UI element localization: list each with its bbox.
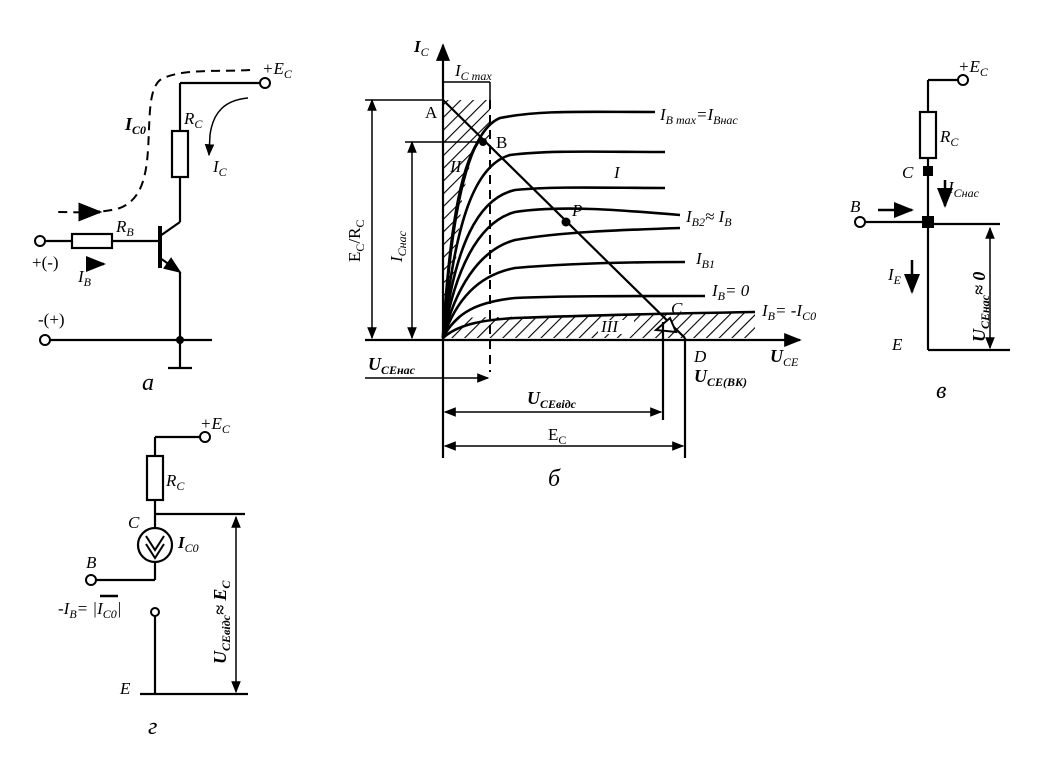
- b-y-axis-label: IC: [413, 37, 430, 59]
- b-icnas-label: ICнас: [387, 230, 409, 263]
- b-ec-rc-label: EC/RC: [345, 220, 367, 262]
- v-icnas-label: ICнас: [947, 178, 980, 200]
- caption-g: г: [148, 714, 157, 740]
- v-b-label: B: [850, 197, 861, 216]
- v-e-label: E: [891, 335, 903, 354]
- point-d-label: D: [693, 347, 707, 366]
- circuit-g: [85, 431, 248, 696]
- curve-ibneg: [442, 310, 756, 339]
- caption-b: б: [548, 466, 561, 492]
- curve-ib2-label: IB2≈ IB: [685, 207, 732, 229]
- b-icmax-label: IC max: [454, 61, 492, 83]
- point-c-label: C: [671, 299, 683, 318]
- a-ec-label: +EC: [262, 59, 293, 81]
- b-ucenas-label: UCEнас: [368, 354, 416, 377]
- point-a-label: A: [425, 103, 438, 122]
- v-ec-label: +EC: [958, 57, 989, 79]
- v-rc-label: RC: [939, 127, 959, 149]
- caption-a: а: [142, 370, 154, 396]
- a-ib-label: IB: [77, 267, 92, 289]
- a-rb-label: RB: [115, 217, 134, 239]
- curve-ib-max-label: IB max=IBнас: [659, 105, 738, 127]
- region-ii-label: II: [449, 157, 463, 176]
- a-ic-label: IC: [212, 157, 228, 179]
- b-ucevk-label: UCE(BK): [694, 366, 747, 389]
- v-c-label: C: [902, 163, 914, 182]
- curve-ib2: [441, 226, 681, 339]
- g-ec-label: +EC: [200, 414, 231, 436]
- curve-ib0-label: IB= 0: [711, 281, 750, 303]
- circuit-a: [34, 69, 271, 370]
- curve-ibneg-label: IB= -IC0: [761, 301, 816, 323]
- g-c-label: C: [128, 513, 140, 532]
- g-ic0-label: IC0: [177, 533, 199, 555]
- caption-v: в: [936, 378, 946, 404]
- curve-ib1: [441, 260, 686, 339]
- curve-4: [441, 207, 681, 339]
- curve-ib1-label: IB1: [695, 249, 715, 271]
- point-p-marker: [561, 217, 571, 227]
- region-ii-hatch: [443, 100, 490, 338]
- output-characteristics: [365, 43, 802, 458]
- b-ucevids-label: UCEвідс: [527, 388, 577, 411]
- a-plus-minus: +(-): [32, 253, 59, 272]
- point-b-marker: [479, 138, 487, 146]
- g-uce-label: UCEвідс≈ EC: [210, 580, 233, 664]
- curve-ib0: [441, 294, 706, 339]
- v-uce-label: UCEнас≈ 0: [969, 272, 992, 342]
- point-b-label: B: [496, 133, 507, 152]
- g-e-label: E: [119, 679, 131, 698]
- g-ib-label: -IB= |IC0|: [58, 599, 121, 621]
- curve-3: [441, 186, 666, 339]
- a-ic0-label: IC0: [124, 114, 146, 137]
- region-i-label: I: [613, 163, 621, 182]
- v-ie-label: IE: [887, 265, 902, 287]
- g-b-label: B: [86, 553, 97, 572]
- b-ec-label: EC: [548, 425, 566, 447]
- a-rc-label: RC: [183, 109, 203, 131]
- a-minus-plus: -(+): [38, 310, 65, 329]
- circuit-v: [854, 74, 1010, 352]
- b-x-axis-label: UCE: [770, 346, 799, 369]
- curve-2: [441, 150, 666, 339]
- region-iii-label: III: [600, 317, 619, 336]
- g-rc-label: RC: [165, 471, 185, 493]
- point-p-label: P: [571, 201, 582, 220]
